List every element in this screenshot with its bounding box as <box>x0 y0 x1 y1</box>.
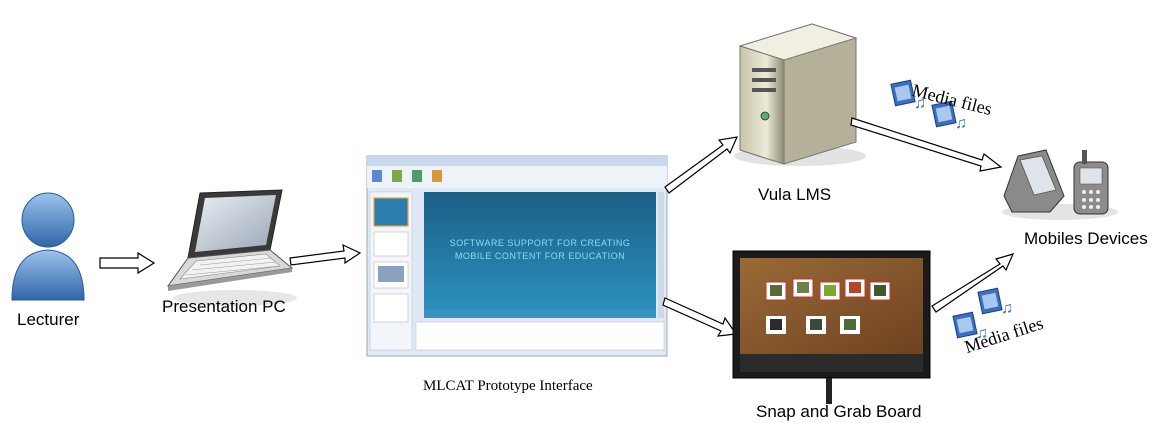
label-vula-lms: Vula LMS <box>758 185 832 204</box>
mlcat-interface-screenshot: SOFTWARE SUPPORT FOR CREATING MOBILE CON… <box>366 155 668 357</box>
label-snap-grab-board: Snap and Grab Board <box>756 402 922 421</box>
media-files-icon-bottom: ♫ ♫ <box>952 287 1013 342</box>
label-presentation-pc: Presentation PC <box>162 297 286 316</box>
snap-grab-board-icon <box>732 250 931 404</box>
arrow-vula-to-mobiles <box>850 117 1003 172</box>
server-icon <box>734 23 866 166</box>
arrow-mlcat-to-snap <box>662 297 738 337</box>
laptop-icon <box>166 189 297 306</box>
arrow-lecturer-to-pc <box>99 251 156 275</box>
arrow-pc-to-mlcat <box>289 243 362 266</box>
svg-text:♫: ♫ <box>1001 300 1013 317</box>
svg-text:♫: ♫ <box>955 115 967 132</box>
label-lecturer: Lecturer <box>17 310 80 329</box>
slide-title-line-1: SOFTWARE SUPPORT FOR CREATING <box>450 238 631 248</box>
label-mobiles-devices: Mobiles Devices <box>1024 229 1148 248</box>
slide-title-line-2: MOBILE CONTENT FOR EDUCATION <box>455 251 625 261</box>
lecturer-person-icon <box>11 192 85 301</box>
arrow-snap-to-mobiles <box>931 253 1015 313</box>
svg-text:♫: ♫ <box>914 95 926 112</box>
mobile-devices-icon <box>1002 149 1118 220</box>
arrow-mlcat-to-vula <box>664 136 738 194</box>
media-files-icon-top: ♫ ♫ <box>890 79 967 132</box>
label-mlcat-interface: MLCAT Prototype Interface <box>423 378 593 394</box>
svg-text:♫: ♫ <box>976 325 988 342</box>
